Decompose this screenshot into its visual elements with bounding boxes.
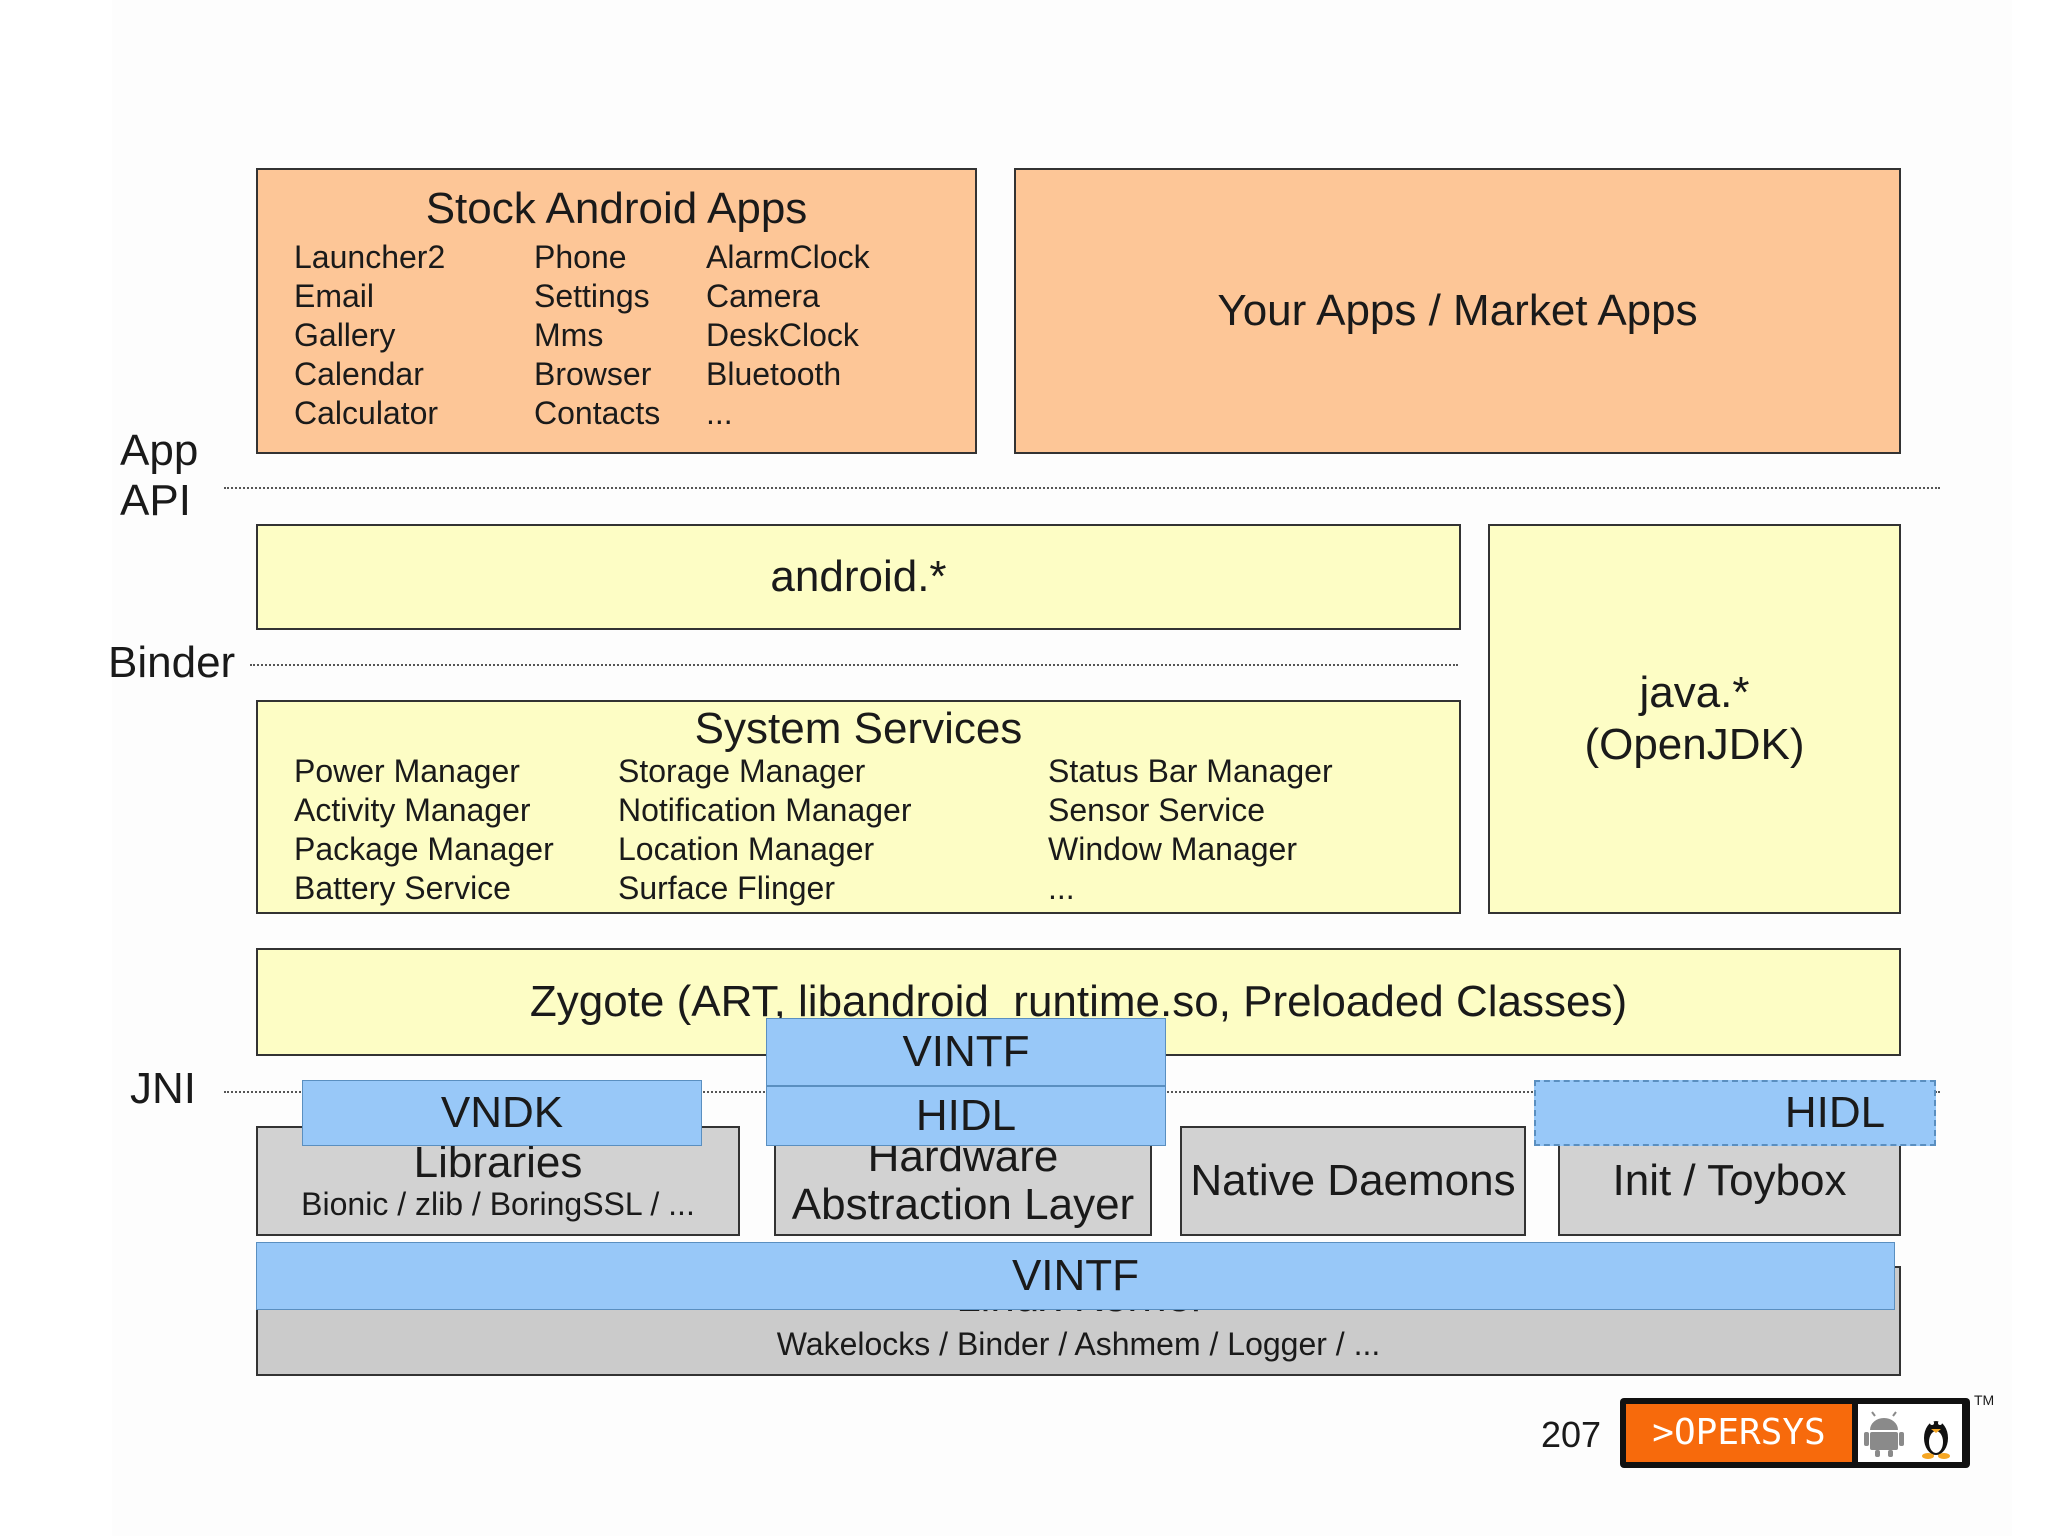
list-item: ... [1048,870,1075,906]
list-item: Surface Flinger [618,870,835,906]
native-daemons-box: Native Daemons [1180,1126,1526,1236]
stock-apps-title: Stock Android Apps [425,184,808,233]
list-item: Calculator [294,395,439,431]
binder-divider [250,664,1458,666]
system-services-col2: Storage Manager Notification Manager Loc… [618,752,911,908]
openjdk-label: (OpenJDK) [1584,720,1805,769]
system-services-col3: Status Bar Manager Sensor Service Window… [1048,752,1333,908]
kernel-subtitle: Wakelocks / Binder / Ashmem / Logger / .… [776,1326,1381,1362]
your-apps-label: Your Apps / Market Apps [1217,286,1698,335]
system-services-col1: Power Manager Activity Manager Package M… [294,752,554,908]
list-item: Storage Manager [618,753,866,789]
logo-icons [1858,1404,1962,1462]
list-item: Power Manager [294,753,520,789]
opersys-logo-text: >OPERSYS [1626,1404,1852,1462]
list-item: Launcher2 [294,239,446,275]
list-item: Location Manager [618,831,875,867]
tux-icon [1922,1421,1950,1459]
libraries-title: Libraries [413,1138,583,1187]
your-apps-box: Your Apps / Market Apps [1014,168,1901,454]
list-item: Browser [534,356,652,392]
hidl-right-label: HIDL [1784,1088,1886,1137]
hidl-middle-label: HIDL [915,1091,1017,1140]
list-item: Camera [706,278,820,314]
hidl-middle-box: HIDL [766,1086,1166,1146]
app-api-label-line2: API [120,476,191,525]
jni-label: JNI [130,1064,196,1113]
app-api-label-line1: App [120,426,199,475]
list-item: Bluetooth [706,356,842,392]
list-item: Notification Manager [618,792,912,828]
vintf-bottom-label: VINTF [1011,1251,1140,1300]
vintf-bottom-box: VINTF [256,1242,1895,1310]
trademark-mark: TM [1974,1392,1995,1408]
list-item: Package Manager [294,831,554,867]
app-api-divider [224,487,1940,489]
system-services-title: System Services [694,704,1023,753]
opersys-logo: >OPERSYS [1620,1398,1970,1468]
list-item: Battery Service [294,870,511,906]
vintf-top-box: VINTF [766,1018,1166,1086]
android-linux-icons [1864,1411,1950,1459]
list-item: Activity Manager [294,792,531,828]
libraries-subtitle: Bionic / zlib / BoringSSL / ... [301,1186,695,1222]
list-item: Email [294,278,375,314]
java-label: java.* [1639,668,1750,717]
hal-title-line2: Abstraction Layer [791,1180,1135,1229]
list-item: Calendar [294,356,424,392]
list-item: Status Bar Manager [1048,753,1333,789]
zygote-box: Zygote (ART, libandroid_runtime.so, Prel… [256,948,1901,1056]
android-packages-box: android.* [256,524,1461,630]
list-item: DeskClock [706,317,859,353]
list-item: Window Manager [1048,831,1297,867]
binder-label: Binder [108,638,236,687]
stock-apps-col3: AlarmClock Camera DeskClock Bluetooth ..… [706,238,870,433]
stock-apps-box: Stock Android Apps Launcher2 Email Galle… [256,168,977,454]
stock-apps-col2: Phone Settings Mms Browser Contacts [534,238,660,433]
android-packages-label: android.* [770,552,947,601]
list-item: ... [706,395,733,431]
hidl-right-box: HIDL [1534,1080,1936,1146]
list-item: Phone [534,239,627,275]
vndk-label: VNDK [440,1088,564,1137]
list-item: Sensor Service [1048,792,1265,828]
vndk-box: VNDK [302,1080,702,1146]
native-daemons-label: Native Daemons [1190,1156,1516,1205]
list-item: AlarmClock [706,239,870,275]
list-item: Mms [534,317,604,353]
stock-apps-col1: Launcher2 Email Gallery Calendar Calcula… [294,238,445,433]
system-services-box: System Services Power Manager Activity M… [256,700,1461,914]
init-toybox-label: Init / Toybox [1612,1156,1847,1205]
list-item: Settings [534,278,650,314]
page-number: 207 [1541,1414,1602,1455]
vintf-top-label: VINTF [902,1027,1030,1076]
zygote-label: Zygote (ART, libandroid_runtime.so, Prel… [529,977,1628,1026]
java-box: java.* (OpenJDK) [1488,524,1901,914]
android-icon [1864,1411,1904,1457]
list-item: Gallery [294,317,396,353]
list-item: Contacts [534,395,661,431]
app-api-label: App API [120,426,198,526]
